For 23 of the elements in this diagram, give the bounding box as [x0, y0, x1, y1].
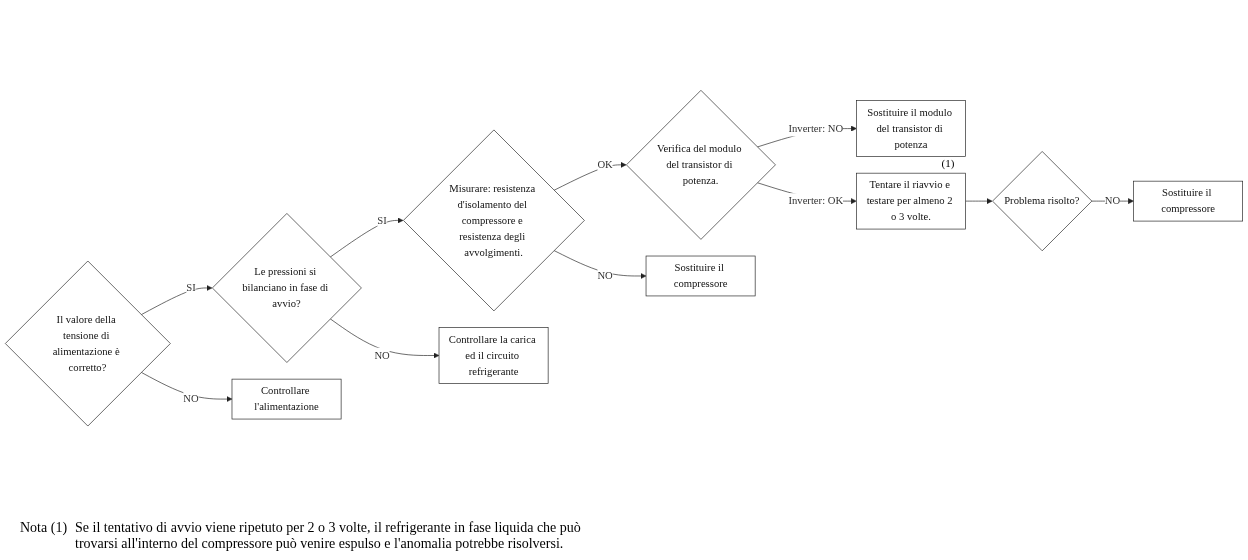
edge-label: OK	[597, 158, 613, 170]
edge-label: NO	[374, 349, 390, 361]
edge-label: Inverter: NO	[788, 122, 844, 134]
node-box: Controllare la carica ed il circuito refrigerante	[438, 327, 549, 384]
edge-label: NO	[1104, 194, 1121, 207]
node-diamond: Il valore della tensione di alimentazione è corretto?	[5, 260, 171, 427]
node-box: Sostituire il modulo del transistor di potenza	[856, 100, 966, 157]
footnote-mark: (1)	[941, 156, 955, 169]
node-diamond: Le pressioni si bilanciano in fase di avvio?	[212, 212, 362, 363]
node-diamond: Verifica del modulo del transistor di potenza.	[626, 89, 776, 240]
node-diamond: Misurare: resistenza d'isolamento del compressore e resistenza degli avvolgimenti.	[403, 129, 585, 312]
note-marker: Nota (1)	[20, 520, 68, 537]
edge-label: SI	[377, 214, 387, 226]
node-box: Sostituire il compressore	[645, 255, 756, 297]
edge-label: SI	[186, 281, 196, 294]
edge-label: Inverter: OK	[788, 194, 844, 207]
edge-label: NO	[597, 269, 613, 282]
node-box: Controllare l'alimentazione	[231, 378, 342, 420]
node-box: Sostituire il compressore	[1133, 180, 1243, 222]
node-diamond: Problema risolto?	[992, 150, 1093, 251]
node-box: Tentare il riavvio e testare per almeno 2 o 3 volte.	[856, 172, 966, 230]
note-text: Se il tentativo di avvio viene ripetuto per 2 o 3 volte, il refrigerante in fase liquida che può trovarsi all'interno del compressore può venire espulso e l'anomalia potrebbe risolversi.	[75, 520, 582, 552]
edge-label: NO	[183, 392, 199, 405]
